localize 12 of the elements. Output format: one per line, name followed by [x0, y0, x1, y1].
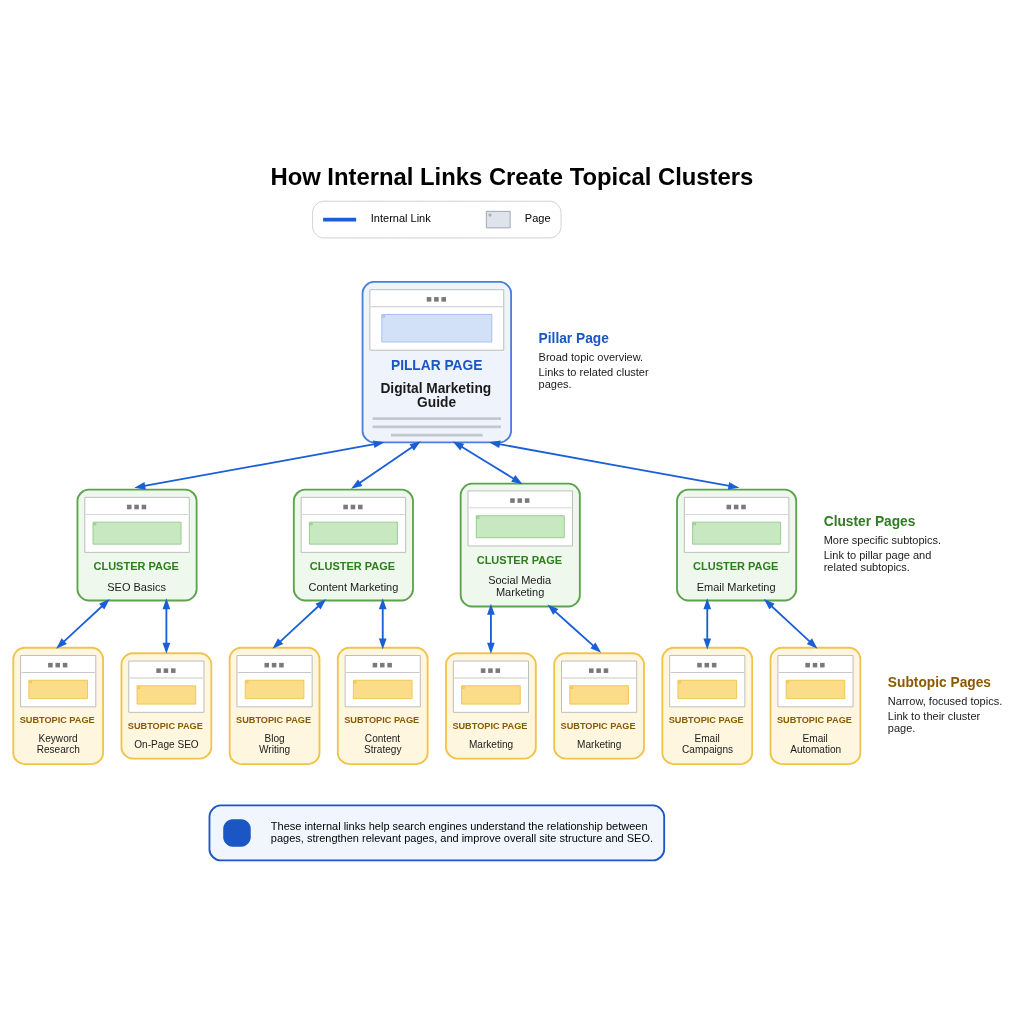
label: Narrow, focused topics.	[887, 694, 1003, 707]
diagram-title: How Internal Links Create Topical Clusters	[270, 162, 754, 190]
label: Broad topic overview.	[538, 350, 644, 363]
label: Pillar Page	[538, 330, 609, 346]
label: Cluster Pages	[823, 513, 916, 529]
label: Link to their cluster page.	[887, 709, 981, 734]
legend-label: Page	[524, 211, 551, 224]
label: Links to related cluster pages.	[538, 365, 649, 390]
label: Subtopic Pages	[887, 674, 992, 690]
label: Link to pillar page and related subtopics.	[823, 548, 932, 573]
legend-label: Internal Link	[370, 211, 431, 224]
label: More specific subtopics.	[823, 533, 942, 546]
